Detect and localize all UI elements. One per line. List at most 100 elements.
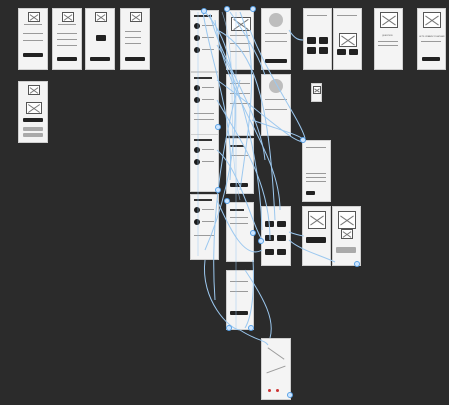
screen-login-1[interactable] (18, 8, 48, 70)
text-line (202, 221, 214, 222)
text-line (265, 33, 287, 34)
screen-list-3[interactable] (226, 138, 254, 194)
screen-card-1[interactable] (302, 206, 331, 266)
text-line (378, 45, 398, 46)
primary-button[interactable] (125, 57, 145, 61)
grid-tile[interactable] (319, 37, 328, 44)
connector-handle[interactable] (215, 124, 221, 130)
connector-handle[interactable] (224, 198, 230, 204)
route-line (266, 365, 286, 374)
input-line (57, 33, 77, 34)
primary-button[interactable] (230, 183, 248, 187)
screen-phone-thumb[interactable] (311, 83, 322, 102)
option-tile[interactable] (277, 221, 286, 227)
text-line (202, 209, 214, 210)
primary-button[interactable] (23, 118, 43, 122)
text-line (421, 41, 441, 42)
text-line (202, 25, 214, 26)
avatar-dot (194, 219, 200, 225)
connector-handle[interactable] (248, 325, 254, 331)
text-line (58, 24, 76, 25)
screen-feed-4[interactable] (190, 194, 219, 260)
map-pin-icon (268, 389, 271, 392)
screen-detail[interactable] (226, 270, 254, 330)
screen-welcome[interactable] (18, 81, 48, 143)
secondary-button[interactable] (23, 127, 43, 131)
grid-tile[interactable] (307, 37, 316, 44)
image-placeholder (423, 12, 441, 28)
text-line (337, 15, 357, 16)
primary-button[interactable] (23, 53, 43, 57)
screen-list-1[interactable] (226, 10, 254, 70)
text-line (194, 119, 214, 120)
text-line (230, 281, 248, 282)
image-placeholder (130, 12, 142, 22)
connector-handle[interactable] (224, 6, 230, 12)
option-tile[interactable] (277, 235, 286, 241)
primary-button[interactable] (230, 311, 248, 315)
grid-tile[interactable] (307, 47, 316, 54)
connector-handle[interactable] (201, 8, 207, 14)
option-tile[interactable] (265, 221, 274, 227)
heading-line (194, 15, 212, 17)
question-title: QUESTION (382, 35, 393, 37)
secondary-button[interactable] (336, 247, 356, 253)
avatar-dot (194, 97, 200, 103)
connector-handle[interactable] (287, 392, 293, 398)
option-box[interactable] (96, 35, 106, 41)
avatar-dot (194, 159, 200, 165)
connector-handle[interactable] (250, 230, 256, 236)
text-line (230, 291, 248, 292)
screen-options[interactable] (261, 206, 291, 266)
image-placeholder (380, 12, 398, 28)
primary-button[interactable] (90, 57, 110, 61)
text-line (202, 99, 214, 100)
screen-cta[interactable]: LET'S CREATE TOGETHER (417, 8, 446, 70)
primary-button[interactable] (306, 237, 326, 243)
screen-feed-1[interactable] (190, 10, 219, 72)
option-tile[interactable] (277, 249, 286, 255)
grid-tile[interactable] (337, 49, 346, 55)
image-placeholder (95, 12, 107, 22)
screen-feed-3[interactable] (190, 134, 219, 192)
screen-login-2[interactable] (52, 8, 82, 70)
screen-card-2[interactable] (332, 206, 361, 266)
grid-tile[interactable] (349, 49, 358, 55)
primary-button[interactable] (306, 191, 315, 195)
option-tile[interactable] (265, 235, 274, 241)
avatar-dot (194, 207, 200, 213)
screen-profile-1[interactable] (261, 8, 291, 70)
grid-tile[interactable] (319, 47, 328, 54)
screen-article[interactable] (302, 140, 331, 202)
text-line (307, 15, 327, 16)
input-line (125, 37, 141, 38)
screen-grid-1[interactable] (303, 8, 332, 70)
screen-map[interactable] (261, 338, 291, 400)
screen-list-2[interactable] (226, 74, 254, 136)
screen-signup-2[interactable] (120, 8, 150, 70)
primary-button[interactable] (57, 57, 77, 61)
text-line (202, 149, 214, 150)
connector-handle[interactable] (300, 137, 306, 143)
primary-button[interactable] (422, 57, 440, 61)
avatar-dot (194, 85, 200, 91)
connector-handle[interactable] (258, 238, 264, 244)
text-line (202, 37, 214, 38)
secondary-button[interactable] (23, 133, 43, 137)
route-line (267, 347, 285, 360)
connector-handle[interactable] (215, 187, 221, 193)
connector-handle[interactable] (226, 325, 232, 331)
text-line (230, 51, 250, 52)
input-line (23, 40, 43, 41)
screen-profile-2[interactable] (261, 74, 291, 136)
screen-signup-1[interactable] (85, 8, 115, 70)
primary-button[interactable] (265, 59, 287, 63)
connector-handle[interactable] (354, 261, 360, 267)
screen-grid-2[interactable] (333, 8, 362, 70)
connector-handle[interactable] (250, 6, 256, 12)
image-placeholder (338, 211, 356, 229)
map-pin-icon (276, 389, 279, 392)
screen-question[interactable]: QUESTION (374, 8, 403, 70)
option-tile[interactable] (265, 249, 274, 255)
